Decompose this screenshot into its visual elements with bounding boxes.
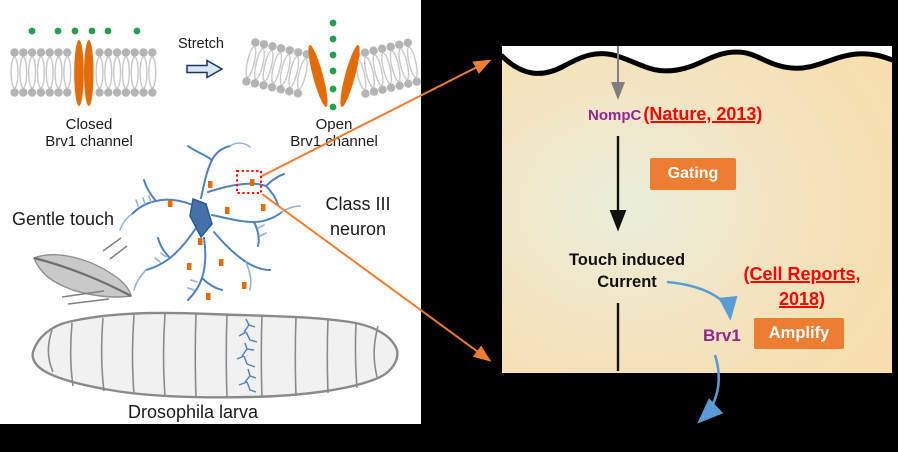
pathway-panel-background	[502, 46, 892, 373]
open-brv1-channel-icon	[308, 45, 360, 107]
amplify-chip: Amplify	[754, 318, 844, 349]
nature-citation: (Nature, 2013)	[643, 104, 763, 124]
drosophila-larva-label: Drosophila larva	[128, 402, 259, 422]
stretch-label: Stretch	[178, 36, 224, 52]
larva-illustration	[31, 311, 399, 399]
cell-reports-citation: (Cell Reports, 2018)	[743, 264, 861, 309]
neuron-puncta	[168, 179, 266, 300]
open-membrane-illustration	[240, 19, 421, 111]
touch-induced-current-label: Touch induced Current	[568, 251, 686, 291]
zoom-region-box	[236, 170, 262, 194]
nompc-label: NompC	[588, 107, 642, 124]
feather-icon	[33, 237, 132, 305]
open-channel-label: Open Brv1 channel	[290, 116, 378, 150]
class-iii-neuron-illustration	[119, 142, 301, 301]
brv1-label: Brv1	[703, 326, 741, 345]
nompc-citation-row: NompC (Nature, 2013)	[588, 104, 762, 125]
membrane-wave-fill	[502, 52, 892, 373]
gentle-touch-label: Gentle touch	[12, 209, 115, 229]
neuron-soma	[189, 197, 213, 239]
left-figure-panel: Stretch Closed Brv1 channel Open Brv1 ch…	[0, 0, 421, 424]
closed-membrane-illustration	[9, 27, 158, 106]
ion-dots-closed	[28, 27, 141, 35]
closed-channel-label: Closed Brv1 channel	[45, 116, 133, 150]
ion-dots-open	[329, 19, 337, 111]
membrane-wave-line	[502, 49, 892, 76]
stretch-arrow-icon	[186, 59, 224, 79]
gating-chip: Gating	[650, 158, 736, 190]
pathway-panel: NompC (Nature, 2013) Gating Touch induce…	[502, 46, 892, 373]
closed-brv1-channel-icon	[74, 40, 94, 106]
larva-dendrites	[236, 318, 258, 393]
class-iii-neuron-label: Class III neuron	[325, 194, 391, 239]
